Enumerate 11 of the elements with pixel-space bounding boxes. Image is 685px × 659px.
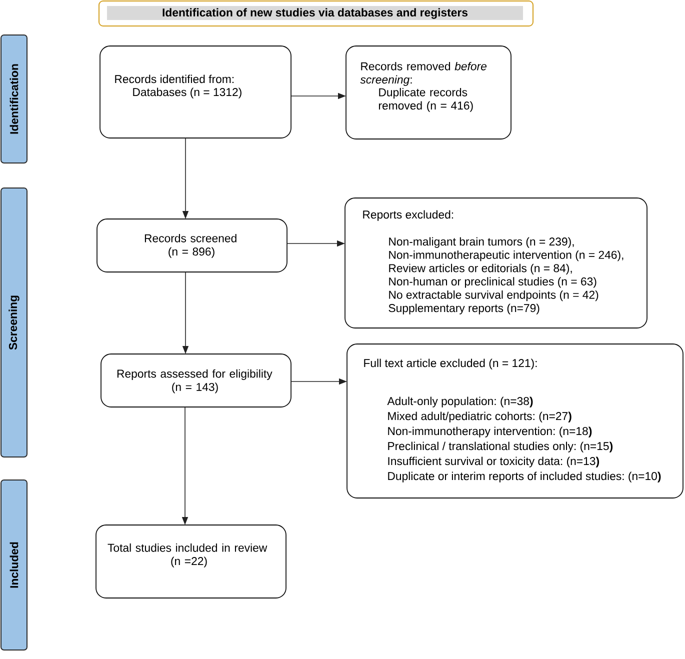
- phase-band: Identification: [0, 34, 28, 164]
- phase-band: Included: [0, 480, 28, 650]
- process-box: Records identified from: Databases (n = 1312): [100, 46, 292, 138]
- phase-band: Screening: [0, 188, 28, 458]
- process-box: Reports excluded: Non-maligant brain tumors (n = 239), Non-immunotherapeutic intervention (n = 246), Review articles or editorials (n = 84), Non-human or preclinical studies (n = 63) No extractable survival endpoints (n = 42) Supplementary reports (n=79): [344, 198, 648, 328]
- process-box: Records screened (n = 896): [96, 218, 288, 272]
- title-banner: Identification of new studies via databases and registers: [98, 0, 534, 26]
- process-box: Records removed before screening: Duplicate records removed (n = 416): [346, 46, 512, 140]
- process-box: Reports assessed for eligibility (n = 143): [100, 354, 292, 408]
- process-box: Full text article excluded (n = 121): Adult-only population: (n=38) Mixed adult/pediatric cohorts: (n=27) Non-immunotherapy intervention: (n=18) Preclinical / translational studies only: (n=15) Insufficient survival or toxicity data: (n=13) Duplicate or interim reports of included studies: (n=10): [346, 344, 684, 498]
- process-box: Total studies included in review (n =22): [96, 524, 286, 598]
